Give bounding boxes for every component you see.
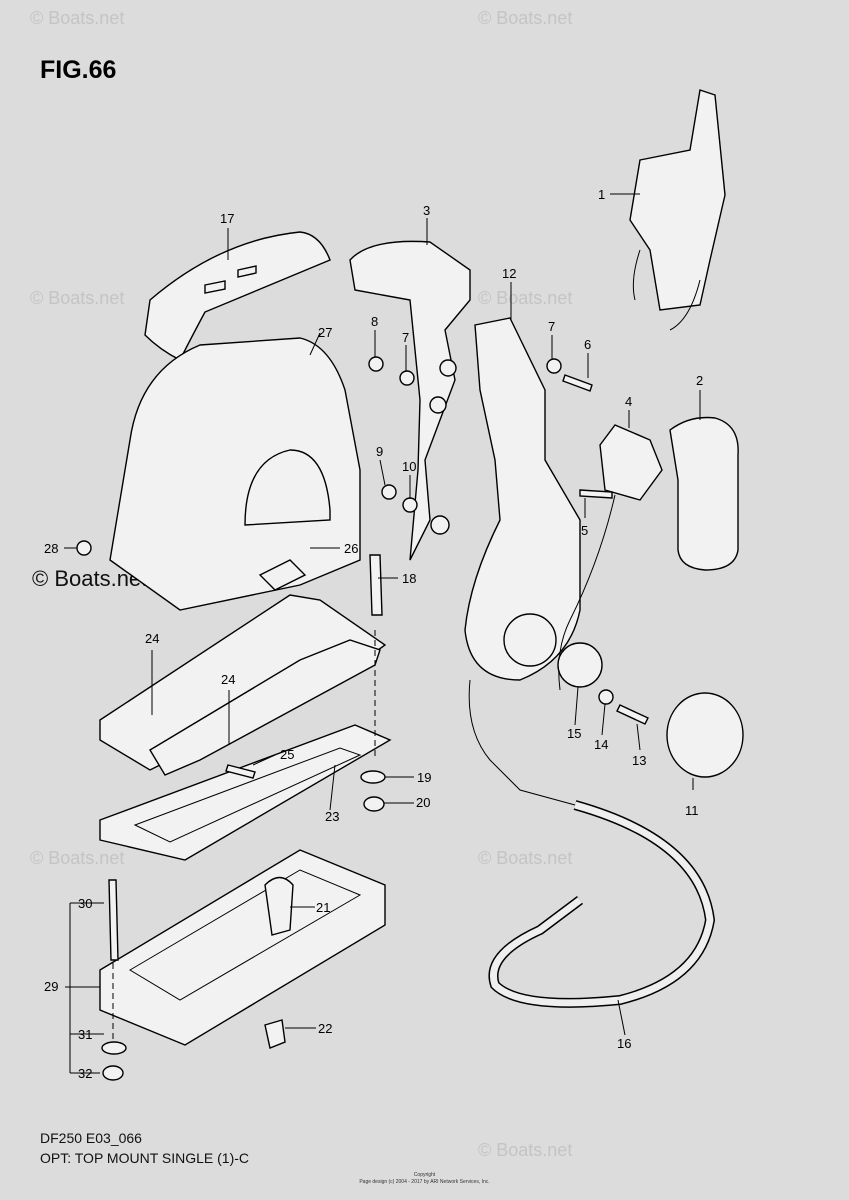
callout-2: 2 [696, 373, 703, 388]
leader-bracket [69, 902, 104, 1074]
leader [617, 999, 626, 1036]
watermark: © Boats.net [478, 848, 573, 868]
callout-28: 28 [44, 541, 58, 556]
callout-5: 5 [581, 523, 588, 538]
callout-18: 18 [402, 571, 416, 586]
part-14-washer [598, 689, 614, 705]
part-5-screw [579, 489, 613, 499]
leader [574, 686, 579, 726]
part-32-nut [102, 1065, 124, 1081]
callout-9: 9 [376, 444, 383, 459]
watermark: © Boats.net [478, 1140, 573, 1160]
callout-3: 3 [423, 203, 430, 218]
leader [379, 459, 386, 486]
watermark: © Boats.net [478, 288, 573, 308]
part-24-bracket-lower [149, 639, 381, 776]
callout-20: 20 [416, 795, 430, 810]
part-6-screw [562, 374, 593, 392]
copyright-line-2: Page design (c) 2004 - 2017 by ARI Netwo… [359, 1179, 490, 1185]
callout-19: 19 [417, 770, 431, 785]
part-7-washer [399, 370, 415, 386]
callout-16: 16 [617, 1036, 631, 1051]
leader [329, 764, 336, 811]
part-3-hole [429, 396, 447, 414]
part-9-screw [381, 484, 397, 500]
part-30-screw [108, 879, 119, 961]
callout-30: 30 [78, 896, 92, 911]
watermark: © Boats.net [30, 288, 125, 308]
part-4-switch [599, 424, 663, 501]
leader [309, 332, 321, 356]
part-12-lever-body [464, 317, 581, 681]
part-10-washer [402, 497, 418, 513]
part-7-washer [546, 358, 562, 374]
callout-24: 24 [221, 672, 235, 687]
callout-26: 26 [344, 541, 358, 556]
part-21-block [264, 876, 294, 936]
part-17-cover [144, 231, 331, 361]
part-16-wire [468, 679, 576, 806]
callout-27: 27 [318, 325, 332, 340]
watermark: © Boats.net [30, 8, 125, 28]
callout-10: 10 [402, 459, 416, 474]
callout-7: 7 [402, 330, 409, 345]
part-8-screw [368, 356, 384, 372]
part-15-plate [557, 642, 603, 688]
callout-23: 23 [325, 809, 339, 824]
part-16-harness-inner [490, 801, 714, 1007]
part-31-washer [101, 1041, 127, 1055]
callout-4: 4 [625, 394, 632, 409]
part-3-lever-arm [349, 240, 471, 561]
callout-17: 17 [220, 211, 234, 226]
leader [601, 703, 606, 736]
callout-25: 25 [280, 747, 294, 762]
callout-24: 24 [145, 631, 159, 646]
callout-15: 15 [567, 726, 581, 741]
callout-6: 6 [584, 337, 591, 352]
leader [252, 754, 276, 766]
leader [636, 723, 641, 751]
part-12-splined-hub [503, 613, 557, 667]
part-19-washer [360, 770, 386, 784]
callout-14: 14 [594, 737, 608, 752]
callout-12: 12 [502, 266, 516, 281]
part-23-gasket-inner [133, 747, 362, 843]
callout-31: 31 [78, 1027, 92, 1042]
part-3-hole [439, 359, 457, 377]
callout-13: 13 [632, 753, 646, 768]
part-13-screw [616, 704, 649, 725]
part-20-nut [363, 796, 385, 812]
part-23-gasket [99, 724, 392, 861]
callout-22: 22 [318, 1021, 332, 1036]
part-18-screw [369, 554, 383, 616]
callout-32: 32 [78, 1066, 92, 1081]
callout-8: 8 [371, 314, 378, 329]
part-29-base-inner [129, 869, 362, 1001]
part-25-screw [225, 764, 256, 779]
part-22-clip [264, 1019, 286, 1049]
part-27-housing [109, 337, 361, 611]
part-2-grip [669, 416, 739, 571]
part-26-insert [258, 559, 307, 591]
callout-1: 1 [598, 187, 605, 202]
callout-29: 29 [44, 979, 58, 994]
part-1-wires [632, 249, 701, 331]
copyright-line-1: Copyright [413, 1172, 436, 1178]
part-27-opening [244, 449, 331, 526]
part-29-base-plate [99, 849, 386, 1046]
part-11-cap [666, 692, 744, 778]
callout-11: 11 [685, 803, 699, 818]
part-3-hole [430, 515, 450, 535]
figure-caption: OPT: TOP MOUNT SINGLE (1)-C [40, 1150, 250, 1166]
figure-code: DF250 E03_066 [40, 1130, 142, 1146]
callout-21: 21 [316, 900, 330, 915]
part-28-screw [76, 540, 92, 556]
watermark: © Boats.net [478, 8, 573, 28]
part-1-control-assembly [629, 89, 726, 311]
figure-title: FIG.66 [40, 56, 117, 84]
callout-7: 7 [548, 319, 555, 334]
part-17-slots [204, 265, 257, 294]
watermark: © Boats.net [30, 848, 125, 868]
